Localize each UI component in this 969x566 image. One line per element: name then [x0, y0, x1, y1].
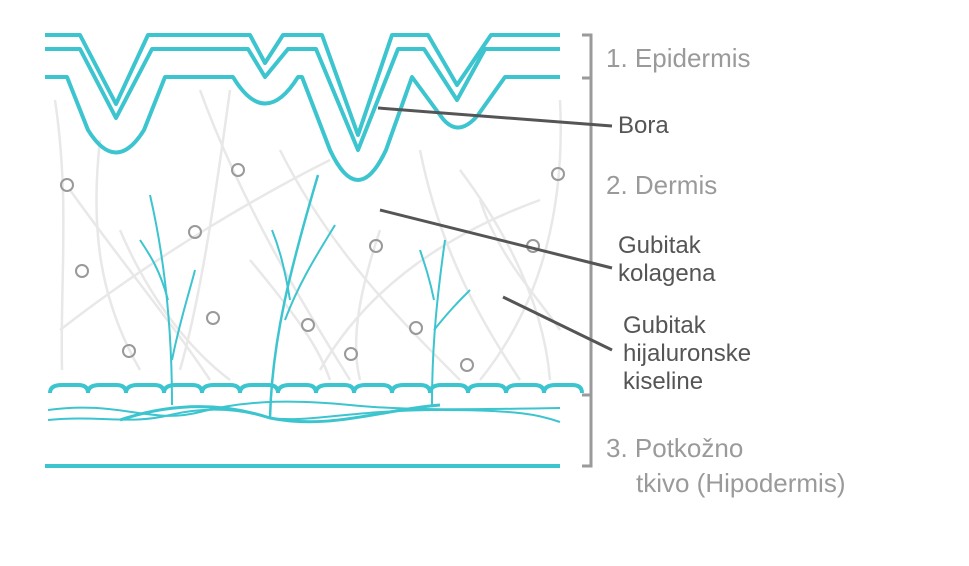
label-dermis: 2. Dermis: [606, 170, 718, 200]
vessels: [47, 400, 561, 424]
label-hypodermis-1: 3. Potkožno: [606, 433, 744, 463]
annotation-lines: [377, 106, 613, 352]
epidermis-layers: [45, 33, 560, 182]
label-epidermis: 1. Epidermis: [606, 43, 751, 73]
annotation-collagen-2: kolagena: [618, 260, 716, 287]
hair-strands: [139, 174, 471, 419]
annotation-hyaluronic-2: hijaluronske: [623, 340, 752, 367]
layer-brackets: [582, 33, 593, 468]
label-hypodermis-2: tkivo (Hipodermis): [636, 468, 846, 498]
annotation-hyaluronic-1: Gubitak: [623, 312, 706, 339]
annotation-collagen-1: Gubitak: [618, 232, 701, 259]
annotation-wrinkle: Bora: [618, 112, 669, 139]
annotation-hyaluronic-3: kiseline: [623, 368, 704, 395]
dermis-boundary: [48, 383, 584, 394]
